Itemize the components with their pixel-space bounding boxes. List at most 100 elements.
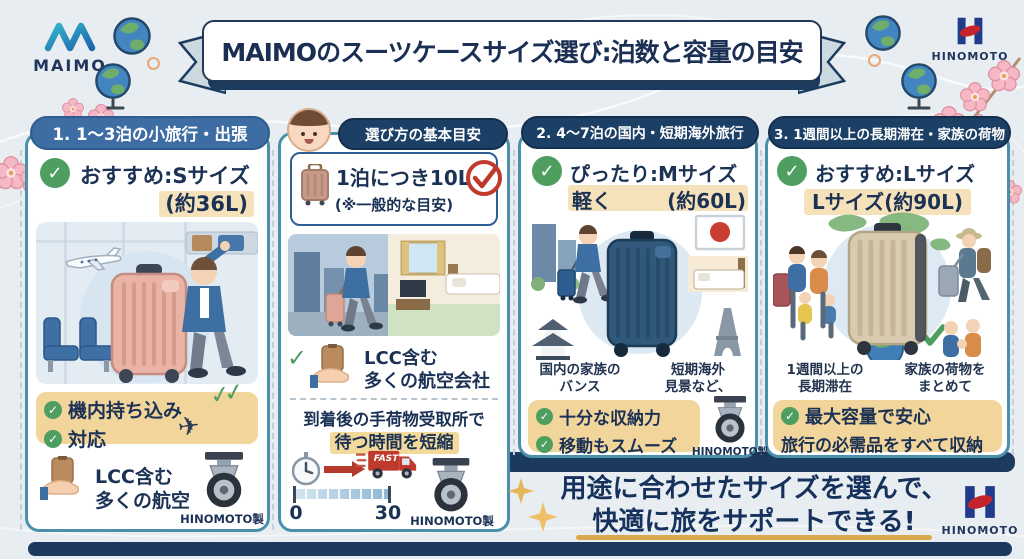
desk-globe-icon <box>901 63 937 110</box>
hinomoto-logo-top: HINOMOTO <box>931 16 1009 63</box>
backpacker <box>938 228 991 302</box>
check-icon <box>536 408 553 425</box>
divider-3-4 <box>760 150 762 455</box>
plane-icon: ✈ <box>176 410 202 444</box>
panel1-wheel-label: HINOMOTO製 <box>180 512 264 526</box>
panel3-feature2: 旅行の必需品をすべて収納 <box>781 436 984 456</box>
panel2-capacity: (約60L) <box>667 189 746 213</box>
maimo-wordmark: MAIMO <box>33 56 107 75</box>
panel1-capacity-wrap: (約36L) <box>0 188 254 218</box>
scale-max-label: 30 <box>374 502 402 524</box>
caster-wheel-icon <box>204 452 244 508</box>
panel1-feature-box: 機内持ち込み 対応 <box>36 392 258 451</box>
guide-wheel-label: HINOMOTO製 <box>410 514 494 528</box>
walking-traveler <box>325 246 383 332</box>
caption-line: 長期滞在 <box>798 378 852 395</box>
check-icon <box>781 407 799 425</box>
person-face-icon <box>287 108 331 152</box>
guide-divider <box>290 398 498 400</box>
airplane-icon <box>64 247 122 271</box>
hinomoto-h-icon <box>965 486 995 518</box>
maimo-m-icon <box>44 22 96 52</box>
dot-ring-right <box>868 54 881 67</box>
panel2-feature2: 移動もスムーズ <box>559 437 678 457</box>
panel3-header: 3. 1週間以上の長期滞在・家族の荷物 <box>768 116 1011 149</box>
panel3-capacity: Lサイズ(約90L) <box>803 189 971 215</box>
guide-header: 選び方の基本目安 <box>338 118 508 150</box>
family-group <box>773 246 836 341</box>
check-icon <box>777 156 807 186</box>
caption-line: 国内の家族の <box>539 362 621 378</box>
time-scale-bar <box>296 489 388 499</box>
caption-line: まとめて <box>918 378 972 395</box>
panel2-wheel-label: HINOMOTO製 <box>691 446 769 458</box>
hinomoto-wordmark: HINOMOTO <box>931 50 1009 63</box>
hinomoto-wordmark: HINOMOTO <box>941 524 1019 537</box>
scale-end-left <box>293 486 296 503</box>
caster-wheel-icon <box>432 458 470 512</box>
caption-line: 見景など、 <box>664 378 732 395</box>
page-title: MAIMOのスーツケースサイズ選び:泊数と容量の目安 <box>221 38 803 67</box>
red-check-icon <box>466 160 502 196</box>
guide-rule-box: 1泊につき10L (※一般的な目安) <box>290 152 498 226</box>
divider-left <box>20 150 22 530</box>
guide-airline1: LCC含む <box>364 348 438 369</box>
guide-rule-note: (※一般的な目安) <box>334 196 454 214</box>
panel3-illustration-family <box>773 212 991 360</box>
banner: MAIMOのスーツケースサイズ選び:泊数と容量の目安 <box>202 20 822 82</box>
divider-right <box>1012 150 1014 455</box>
caption-line: バンス <box>559 378 601 395</box>
traveler-man <box>182 241 246 378</box>
guide-illustration-frame <box>288 234 500 336</box>
suitcase-m-navy <box>606 231 678 357</box>
fast-label: FAST <box>373 454 399 464</box>
panel3-recommend: おすすめ:Lサイズ <box>815 162 976 186</box>
panel2-caption-right: 短期海外 見景など、 <box>642 362 754 396</box>
caption-line: 家族の荷物を <box>904 362 986 378</box>
panel3-caption-right: 家族の荷物を まとめて <box>886 362 1004 396</box>
world-map-icon <box>828 212 951 251</box>
panel2-illustration-travel <box>531 214 748 360</box>
guide-rule: 1泊につき10L <box>336 166 471 190</box>
hand-suitcase-icon <box>310 344 350 389</box>
guide-benefit2: 待つ時間を短縮 <box>329 432 459 454</box>
panel3-header-label: 3. 1週間以上の長期滞在・家族の荷物 <box>773 126 1006 143</box>
divider-1-2 <box>272 150 274 530</box>
panel1-note2: 多くの航空 <box>95 490 191 512</box>
panel1-capacity: (約36L) <box>159 191 254 217</box>
sparkle-icon <box>508 478 534 504</box>
footer-message1: 用途に合わせたサイズを選んで、 <box>560 474 948 504</box>
panel3-caption-left: 1週間以上の 長期滞在 <box>770 362 880 396</box>
panel1-illustration-airport <box>36 222 258 384</box>
guide-header-label: 選び方の基本目安 <box>365 127 481 144</box>
fast-truck-icon <box>356 449 418 480</box>
panel2-header: 2. 4〜7泊の国内・短期海外旅行 <box>521 116 759 149</box>
check-icon <box>536 436 553 453</box>
footer-underline <box>576 535 932 540</box>
japan-flag-icon <box>694 214 746 251</box>
panel3-capacity-wrap: Lサイズ(約90L) <box>765 186 1010 215</box>
hand-icon <box>40 456 80 501</box>
base-strip-bottom <box>28 542 1012 556</box>
caption-line: 短期海外 <box>671 362 725 378</box>
panel2-header-label: 2. 4〜7泊の国内・短期海外旅行 <box>536 125 744 142</box>
guide-benefit2-wrap: 待つ時間を短縮 <box>283 428 505 454</box>
divider-2-3 <box>513 150 515 455</box>
maimo-logo: MAIMO <box>30 20 110 75</box>
panel2-feature-box: 十分な収納力 移動もスムーズ <box>528 400 700 457</box>
scale-end-right <box>388 486 391 503</box>
check-icon <box>40 158 70 188</box>
suitcase-s-pink <box>110 264 188 383</box>
hinomoto-logo-bottom: HINOMOTO <box>938 484 1022 537</box>
clock-icon <box>292 452 320 486</box>
suitcase-l-beige <box>847 223 928 355</box>
panel1-header: 1. 1〜3泊の小旅行・出張 <box>30 116 270 150</box>
guide-benefit1: 到着後の手荷物受取所で <box>303 410 485 429</box>
panel1-note1: LCC含む <box>95 466 173 488</box>
arrow-icon <box>324 466 352 473</box>
panel2-caption-left: 国内の家族の バンス <box>524 362 636 396</box>
globe-icon <box>112 16 152 56</box>
castle-icon <box>532 319 574 360</box>
panel1-feature2: 対応 <box>68 429 107 451</box>
